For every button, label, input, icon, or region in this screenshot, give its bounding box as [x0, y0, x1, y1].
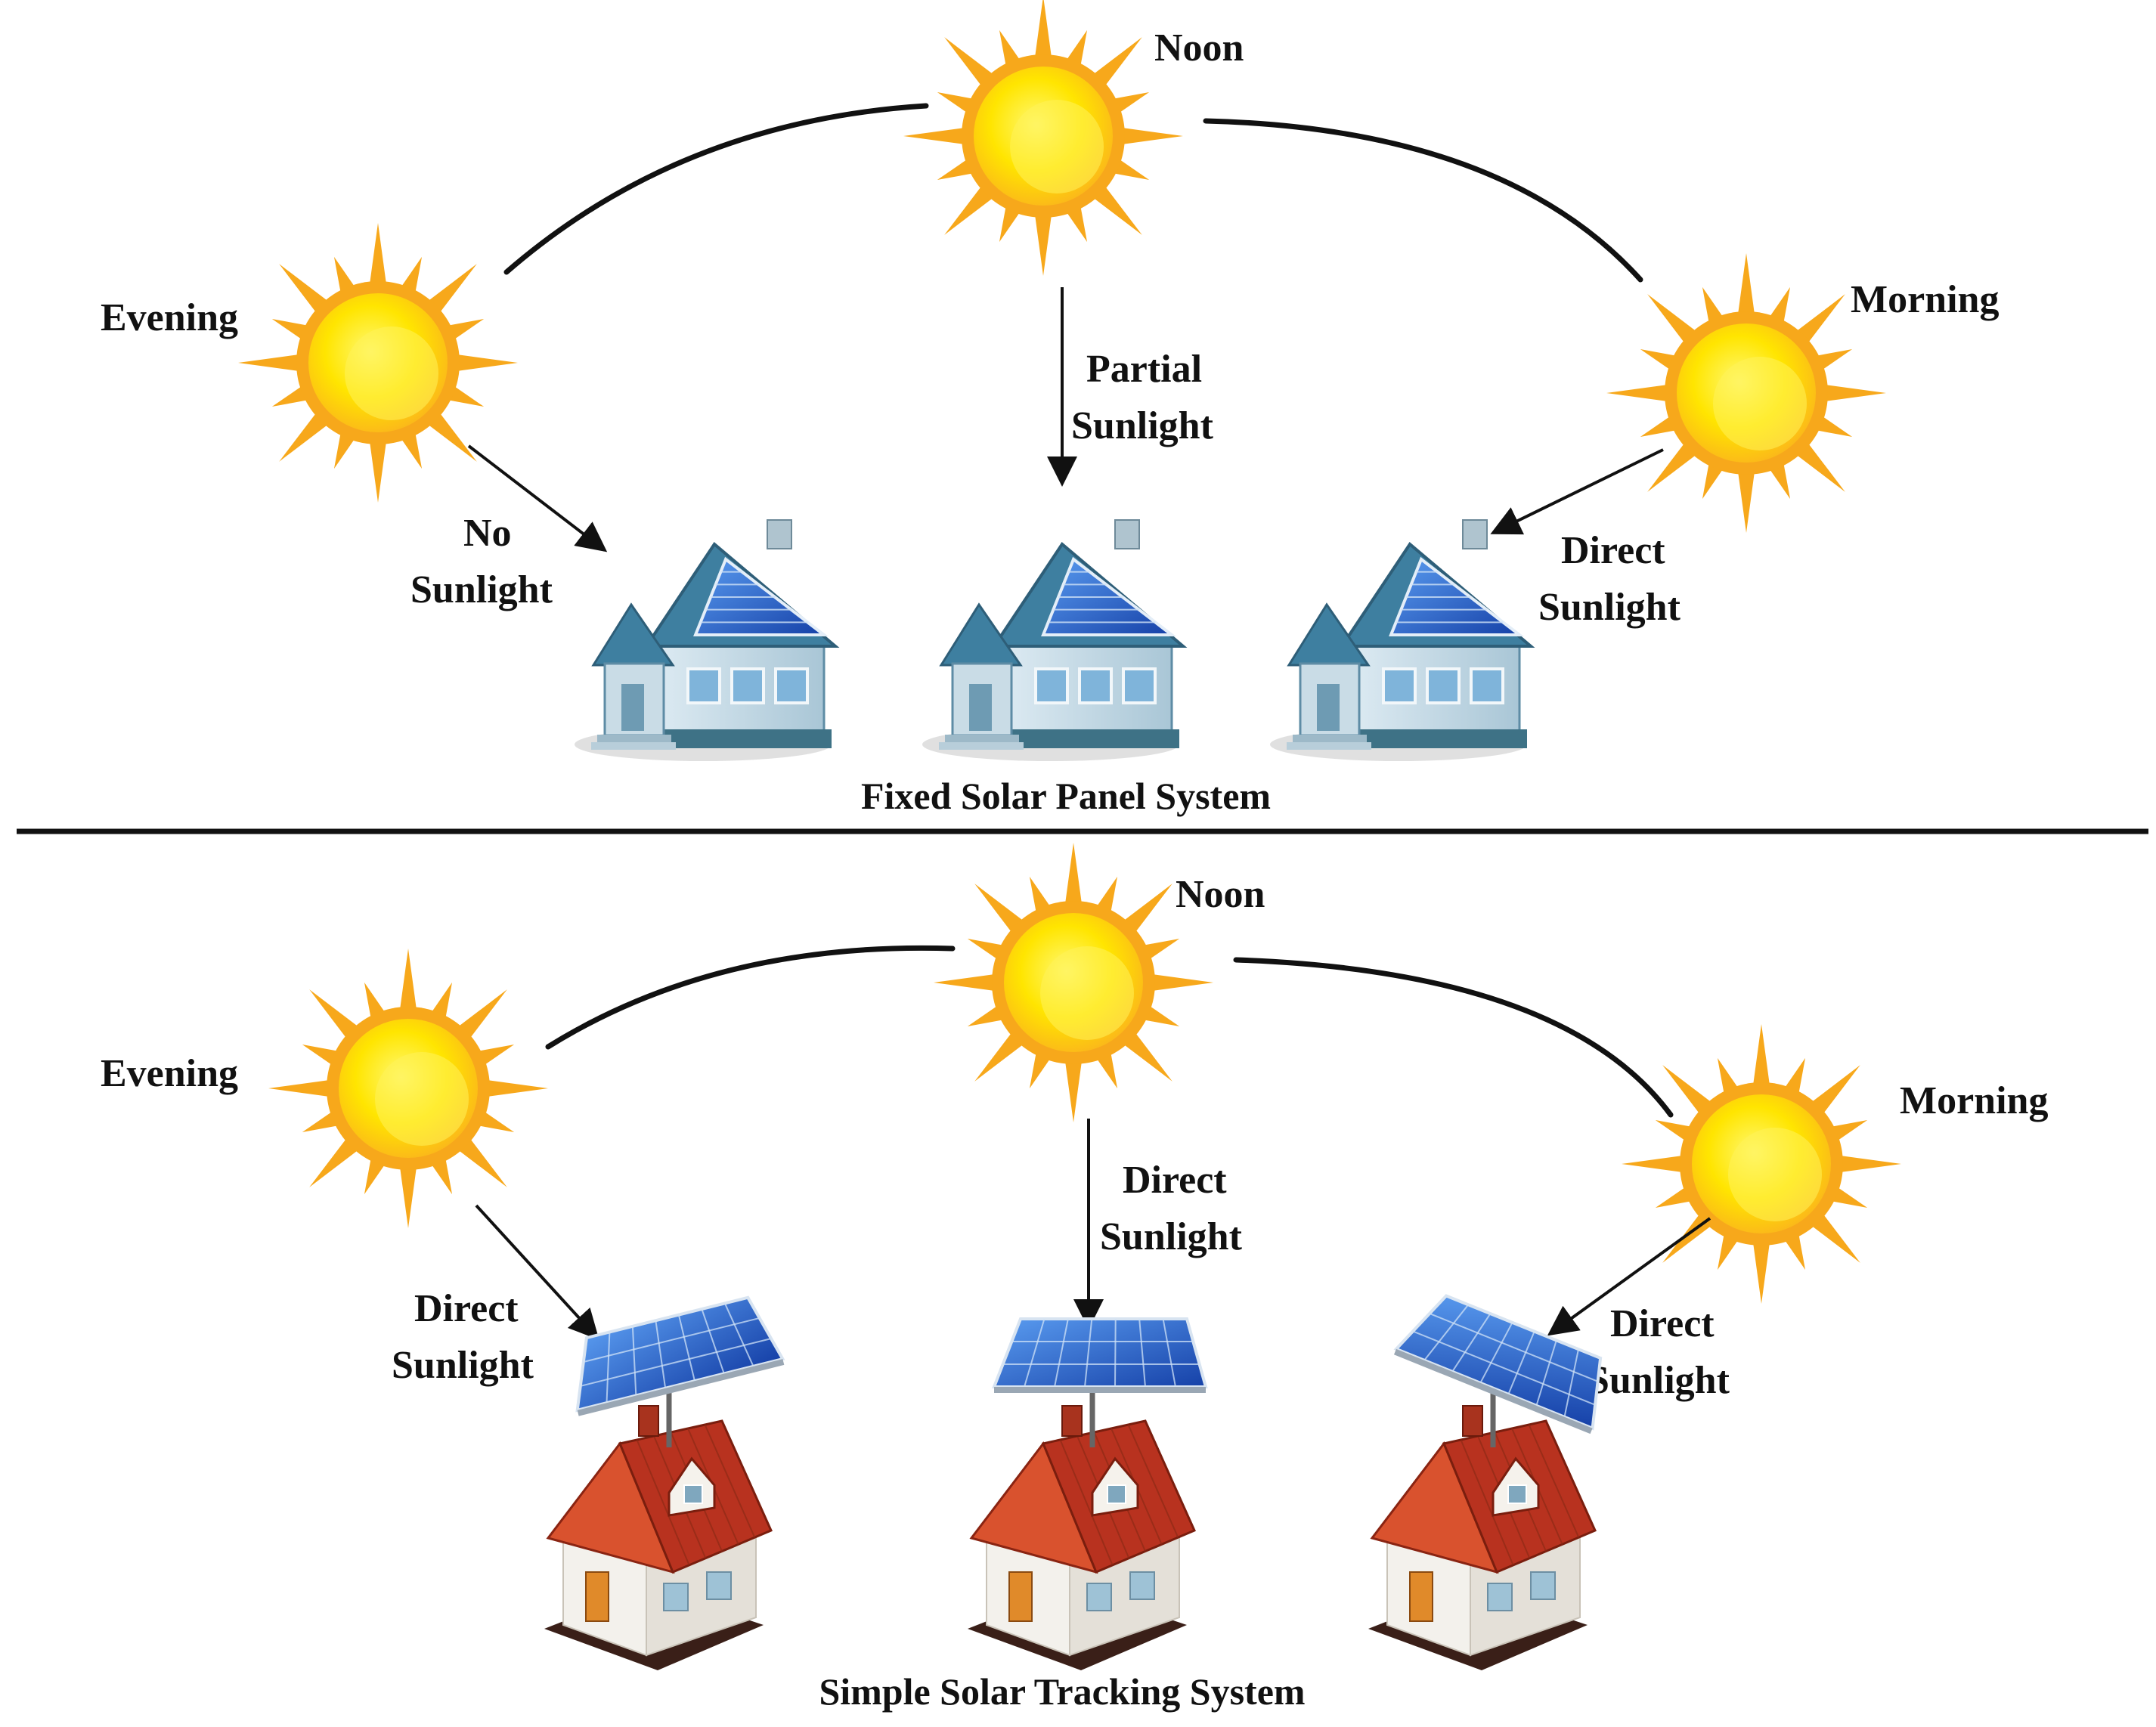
ray-arrow-morning [1547, 1217, 1711, 1336]
sun-path-arc [427, 112, 506, 113]
sun-icon-morning [1622, 1024, 1901, 1304]
label-morning: Morning [1851, 278, 1999, 321]
sun-path-arc-right [1233, 957, 1674, 1118]
ray-label-noon-line2: Sunlight [1071, 404, 1214, 447]
sun-icon-noon [934, 843, 1213, 1122]
sun-icon-morning [1606, 253, 1886, 533]
house-tracker-icon-morning [1368, 1294, 1603, 1670]
ray-label-evening-line1: No [463, 512, 512, 555]
label-morning: Morning [1900, 1079, 2048, 1122]
ray-label-morning-line1: Direct [1561, 529, 1665, 572]
sun-path-arc-left [503, 103, 929, 275]
fixed-system-section: Evening Noon Morning No Sunlight Partial… [101, 0, 1999, 817]
ray-label-evening-line2: Sunlight [392, 1344, 534, 1387]
ray-label-evening-line1: Direct [414, 1287, 519, 1330]
tracking-system-section: Evening Noon Morning Direct Sunlight Dir… [101, 843, 2048, 1713]
label-evening: Evening [101, 296, 238, 339]
house-fixed-panel-icon-evening [575, 519, 840, 761]
sun-icon-noon [903, 0, 1183, 276]
ray-label-noon-line1: Direct [1123, 1159, 1227, 1202]
label-noon: Noon [1176, 873, 1265, 916]
ray-label-morning-line1: Direct [1610, 1302, 1715, 1345]
ray-arrow-evening [467, 444, 608, 552]
house-tracker-icon-noon [968, 1317, 1208, 1670]
ray-label-noon-line2: Sunlight [1100, 1215, 1243, 1258]
ray-label-noon-line1: Partial [1086, 348, 1202, 391]
sun-icon-evening [238, 223, 518, 503]
house-fixed-panel-icon-morning [1270, 519, 1535, 761]
sun-path-arc-left [545, 945, 956, 1050]
ray-arrow-evening [475, 1204, 599, 1340]
ray-label-morning-line2: Sunlight [1538, 586, 1681, 629]
ray-arrow-morning [1490, 448, 1664, 535]
house-fixed-panel-icon-noon [922, 519, 1188, 761]
label-evening: Evening [101, 1052, 238, 1095]
sun-path-arc-right [1203, 118, 1643, 283]
house-tracker-icon-evening [544, 1295, 785, 1670]
ray-label-evening-line2: Sunlight [410, 568, 553, 611]
ray-label-morning-line2: Sunlight [1588, 1359, 1730, 1402]
label-noon: Noon [1154, 26, 1244, 70]
caption-tracking-system: Simple Solar Tracking System [819, 1670, 1305, 1713]
sun-icon-evening [268, 949, 548, 1228]
caption-fixed-system: Fixed Solar Panel System [861, 775, 1271, 817]
